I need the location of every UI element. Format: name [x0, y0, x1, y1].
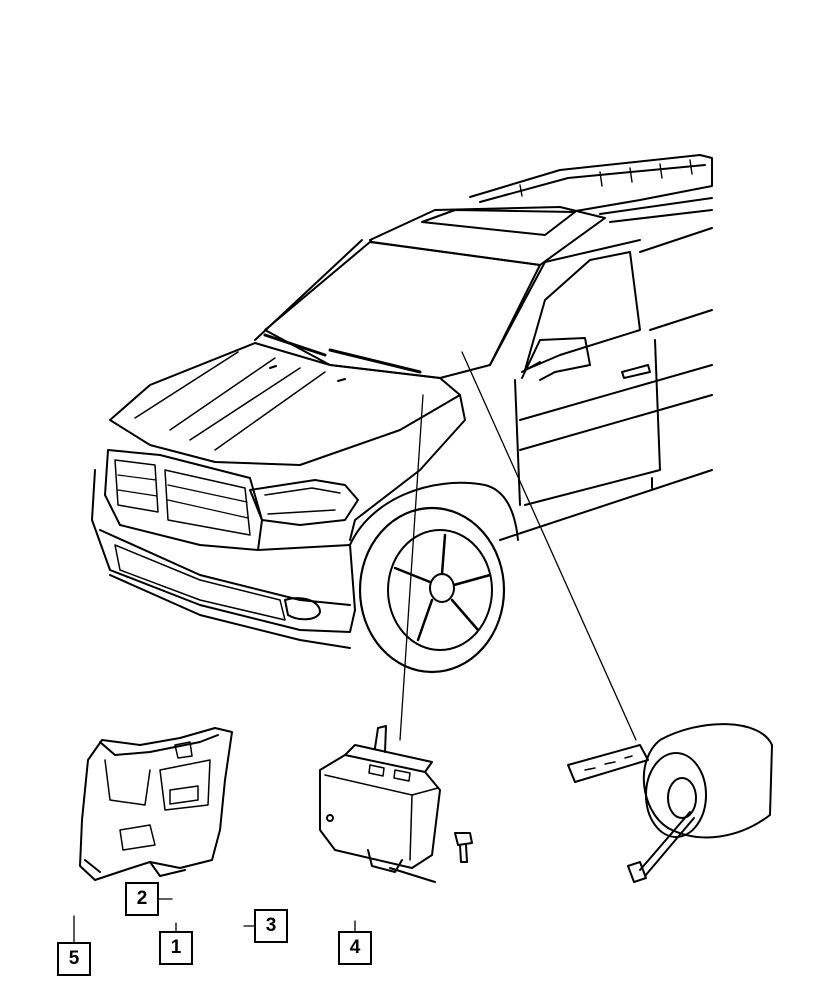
bolt-shank [459, 844, 468, 863]
wiper-2 [328, 348, 422, 374]
bracket-face [104, 759, 211, 811]
switch-stalk [567, 744, 649, 783]
wheel-arch [349, 481, 519, 546]
module-bracket [374, 725, 387, 753]
bracket-outline [79, 727, 233, 881]
hood [109, 342, 461, 466]
grille-left [114, 459, 159, 513]
callout-3: 3 [254, 909, 288, 943]
bracket-part [79, 727, 233, 881]
clockspring-ring [645, 752, 707, 838]
side-mirror [521, 337, 591, 381]
callout-2: 2 [125, 882, 159, 916]
module-wiring [367, 849, 436, 883]
hood-stripe-1 [134, 351, 276, 431]
leader-module [399, 394, 424, 741]
front-rim [387, 529, 493, 651]
module-connectors [368, 764, 411, 782]
a-pillar [254, 239, 641, 366]
hood-vent [269, 365, 346, 382]
leader-switch [461, 351, 637, 741]
chin-spoiler [109, 574, 351, 649]
fender [349, 394, 466, 541]
vehicle-illustration [91, 154, 713, 674]
rear-window [639, 227, 713, 331]
callout-5: 5 [57, 942, 91, 976]
rear-roof [599, 197, 713, 223]
roof-rail-inner [479, 164, 706, 203]
bolt-part [454, 832, 473, 863]
roof-rail-ribs [519, 159, 693, 197]
callout-4: 4 [338, 931, 372, 965]
front-bumper [91, 469, 356, 633]
switch-stalk-tip [584, 755, 633, 771]
bolt-head [454, 832, 473, 846]
lower-intake [114, 544, 286, 621]
callout-1: 1 [159, 931, 193, 965]
side-character-line [519, 364, 713, 451]
rocker [499, 469, 713, 541]
door-outline [514, 339, 661, 506]
module-top [344, 744, 433, 773]
headlamp-inner [264, 487, 341, 515]
steering-switch-part [567, 723, 773, 883]
bracket-top-flange [99, 734, 219, 756]
headlamp [249, 479, 359, 526]
bracket-tab [119, 741, 193, 851]
front-door-window [524, 251, 641, 371]
bumper-lower [99, 529, 351, 606]
rim-spokes [393, 533, 492, 642]
bracket-slot [169, 785, 199, 805]
module-face [324, 774, 439, 861]
rim-hub [429, 573, 455, 603]
door-handle [621, 364, 651, 379]
module-mount-hole [326, 814, 334, 822]
harness-connector [627, 861, 647, 883]
grille-right [164, 469, 251, 536]
front-tire [358, 506, 506, 674]
fog-lamp [284, 597, 321, 621]
sunroof [421, 209, 576, 236]
grille-bars [117, 474, 249, 519]
wiper-1 [263, 333, 327, 357]
module-body [319, 754, 441, 869]
module-part [319, 725, 441, 883]
roof-rail [469, 154, 713, 213]
clockspring-body [642, 723, 773, 839]
clockspring-hub [667, 777, 697, 819]
hood-stripe-2 [189, 367, 326, 451]
clockspring-harness [639, 811, 695, 877]
mirror-stem [521, 361, 541, 373]
leader-lines [73, 351, 637, 943]
bracket-feet [84, 859, 186, 877]
